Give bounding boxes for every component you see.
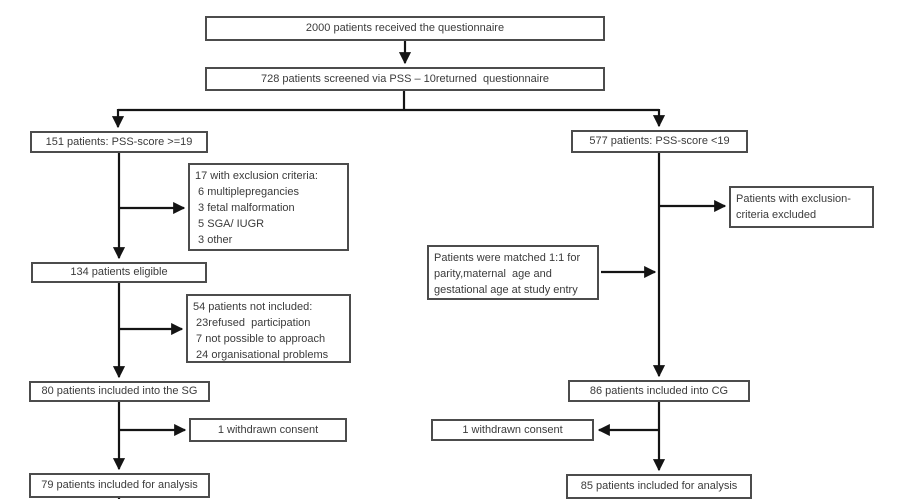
node-pss-low-score: 577 patients: PSS-score <19	[571, 130, 748, 153]
node-included-sg: 80 patients included into the SG	[29, 381, 210, 402]
node-withdrawn-consent-sg: 1 withdrawn consent	[189, 418, 347, 442]
node-included-cg: 86 patients included into CG	[568, 380, 750, 402]
node-exclusion-criteria-sg: 17 with exclusion criteria: 6 multiplepr…	[188, 163, 349, 251]
node-matched: Patients were matched 1:1 for parity,mat…	[427, 245, 599, 300]
node-screened: 728 patients screened via PSS – 10return…	[205, 67, 605, 91]
node-not-included: 54 patients not included: 23refused part…	[186, 294, 351, 363]
node-questionnaire-received: 2000 patients received the questionnaire	[205, 16, 605, 41]
node-exclusion-criteria-cg: Patients with exclusion- criteria exclud…	[729, 186, 874, 228]
node-eligible: 134 patients eligible	[31, 262, 207, 283]
node-analysis-cg: 85 patients included for analysis	[566, 474, 752, 499]
node-withdrawn-consent-cg: 1 withdrawn consent	[431, 419, 594, 441]
node-pss-high-score: 151 patients: PSS-score >=19	[30, 131, 208, 153]
node-analysis-sg: 79 patients included for analysis	[29, 473, 210, 498]
